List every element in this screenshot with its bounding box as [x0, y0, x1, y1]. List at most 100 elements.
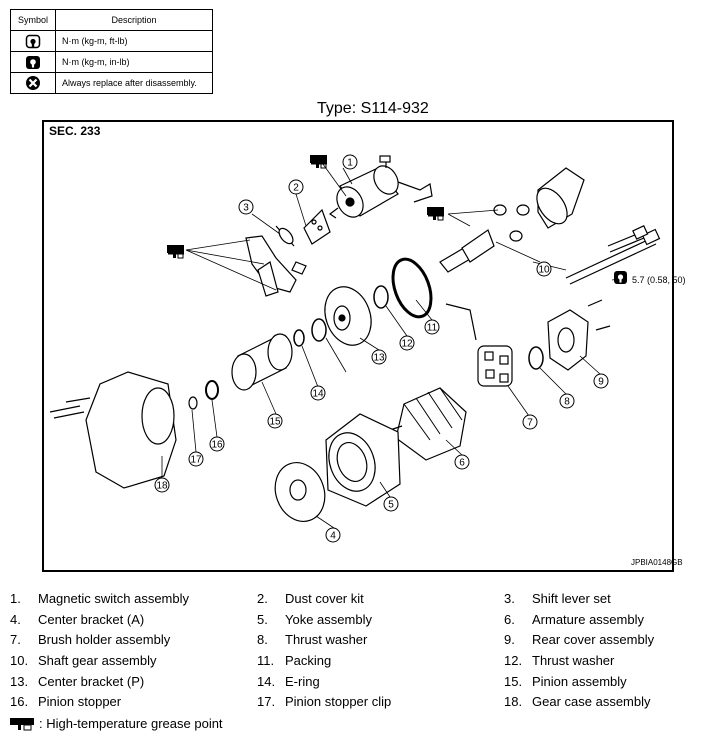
part-name: Pinion assembly [532, 673, 627, 689]
parts-list-row: 1. Magnetic switch assembly 2. Dust cover k… [10, 588, 710, 609]
part-number: 7. [10, 632, 21, 648]
part-number: 13. [10, 673, 29, 689]
callout-6: 6 [454, 454, 470, 470]
packing-drawing [391, 257, 433, 319]
callout-number: 16 [211, 440, 223, 451]
part-number: 15. [504, 673, 523, 689]
callout-number: 5 [388, 500, 394, 511]
part-name: Yoke assembly [285, 611, 372, 627]
part-number: 16. [10, 694, 29, 710]
part-number: 3. [504, 590, 515, 606]
rear-thrust-washer-drawing [528, 346, 544, 370]
callout-number: 14 [312, 389, 324, 400]
torque-wrench-icon [25, 34, 41, 48]
callout-number: 15 [269, 417, 281, 428]
part-name: Shaft gear assembly [38, 652, 157, 668]
shaft-gear-drawing [439, 167, 585, 273]
callout-10: 10 [536, 261, 552, 277]
callout-number: 3 [243, 203, 249, 214]
callout-14: 14 [310, 385, 326, 401]
legend-header-row: Symbol Description [10, 9, 213, 31]
pinion-drawing [231, 333, 293, 391]
part-number: 8. [257, 632, 268, 648]
callout-number: 11 [427, 323, 438, 334]
part-name: Thrust washer [285, 632, 368, 648]
part-number: 4. [10, 611, 21, 627]
callout-7: 7 [522, 414, 538, 430]
section-label: SEC. 233 [49, 124, 101, 138]
part-name: Magnetic switch assembly [38, 590, 189, 606]
part-item: 2. Dust cover kit [257, 591, 504, 606]
part-item: 18.Gear case assembly [504, 694, 710, 709]
part-number: 9. [504, 632, 515, 648]
part-number: 14. [257, 673, 276, 689]
grease-point-icon [166, 244, 185, 259]
part-number: 1. [10, 590, 21, 606]
legend-row: N·m (kg-m, in-lb) [10, 51, 213, 73]
part-number: 17. [257, 694, 276, 710]
callout-1: 1 [342, 154, 358, 170]
torque-value: 5.7 (0.58, 50) [632, 275, 686, 285]
callout-number: 6 [459, 458, 465, 469]
shift-lever-drawing [245, 225, 297, 297]
part-item: 12.Thrust washer [504, 653, 710, 668]
dust-cover-drawing [291, 208, 331, 275]
gear-case-drawing [49, 371, 177, 489]
parts-list-row: 13.Center bracket (P)14. E-ring 15. Pinion … [10, 671, 710, 692]
magnetic-switch-drawing [328, 155, 433, 219]
callout-number: 1 [347, 158, 353, 169]
part-item: 14. E-ring [257, 674, 504, 689]
callout-number: 8 [564, 397, 570, 408]
legend-description: Always replace after disassembly. [55, 72, 213, 94]
callout-15: 15 [267, 413, 283, 429]
symbol-legend-table: Symbol Description N·m (kg-m, ft-lb) N·m… [10, 9, 213, 94]
part-item: 3.Shift lever set [504, 591, 710, 606]
part-item: 15. Pinion assembly [504, 674, 710, 689]
yoke-drawing [325, 413, 401, 507]
grease-note: : High-temperature grease point [10, 716, 223, 731]
part-item: 16.Pinion stopper [10, 694, 257, 709]
torque-wrench-inlb-icon [26, 55, 40, 69]
callout-number: 10 [538, 265, 550, 276]
part-name: Dust cover kit [285, 590, 364, 606]
callout-18: 18 [154, 477, 170, 493]
pinion-stopper-clip-drawing [188, 396, 198, 410]
part-number: 18. [504, 694, 523, 710]
part-item: 4.Center bracket (A) [10, 612, 257, 627]
part-item: 8. Thrust washer [257, 632, 504, 647]
type-title: Type: S114-932 [317, 100, 429, 117]
callout-13: 13 [371, 349, 387, 365]
part-name: Brush holder assembly [38, 632, 171, 648]
part-number: 2. [257, 590, 268, 606]
always-replace-icon [26, 76, 40, 90]
through-bolts-drawing [565, 225, 661, 285]
part-name: E-ring [285, 673, 320, 689]
callout-16: 16 [209, 436, 225, 452]
part-item: 11.Packing [257, 653, 504, 668]
callout-number: 18 [156, 481, 168, 492]
part-item: 13.Center bracket (P) [10, 674, 257, 689]
part-item: 5. Yoke assembly [257, 612, 504, 627]
leader-lines [161, 159, 627, 529]
part-number: 6. [504, 611, 515, 627]
rear-cover-drawing [547, 299, 611, 371]
callout-4: 4 [325, 527, 341, 543]
grease-point-icon [10, 717, 34, 730]
part-item: 9.Rear cover assembly [504, 632, 710, 647]
legend-row: Always replace after disassembly. [10, 72, 213, 94]
callout-number: 4 [330, 531, 336, 542]
part-number: 10. [10, 652, 29, 668]
part-item: 1. Magnetic switch assembly [10, 591, 257, 606]
part-number: 12. [504, 652, 523, 668]
part-number: 5. [257, 611, 268, 627]
callout-12: 12 [399, 335, 415, 351]
callout-number: 2 [293, 183, 299, 194]
part-item: 10. Shaft gear assembly [10, 653, 257, 668]
callout-5: 5 [383, 496, 399, 512]
brush-holder-drawing [445, 303, 513, 387]
